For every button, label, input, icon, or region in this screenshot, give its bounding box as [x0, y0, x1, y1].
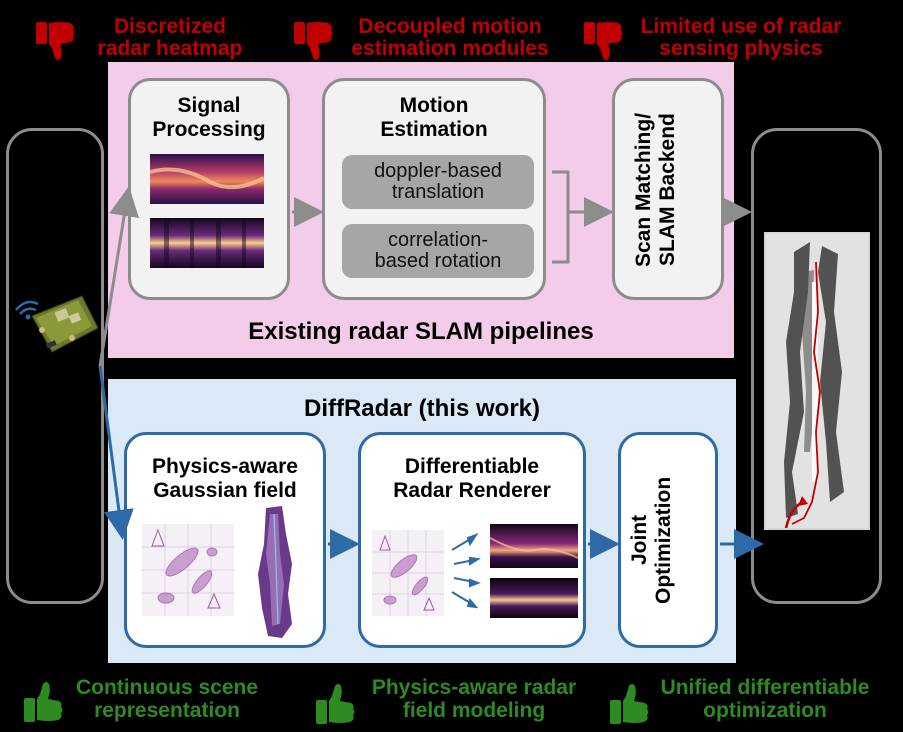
thumbs-up-icon: [316, 684, 355, 724]
rendered-heatmap-2: [490, 578, 578, 618]
heatmap-image-1: [150, 154, 264, 204]
thumbs-down-icon: [584, 22, 623, 60]
ray-arrows-icon: [451, 532, 481, 609]
gaussian-field-plot-2: [258, 506, 292, 638]
renderer-gaussian-plot: [372, 530, 444, 616]
radar-input-panel: [6, 128, 104, 604]
rendered-heatmap-1: [490, 524, 578, 568]
diffradar-title: DiffRadar (this work): [303, 395, 540, 422]
thumbs-down-icon: [294, 22, 333, 60]
thumbs-up-icon: [24, 682, 63, 722]
thumbs-up-icon: [610, 684, 649, 724]
slam-backend-box: [612, 78, 724, 300]
output-map-panel: [751, 128, 882, 604]
thumbs-down-icon: [36, 22, 75, 60]
existing-pipeline-title: Existing radar SLAM pipelines: [248, 318, 594, 345]
slam-map-image: [764, 232, 870, 530]
correlation-rotation-pill: correlation-based rotation: [342, 224, 534, 278]
gaussian-field-plot-1: [142, 524, 234, 616]
heatmap-image-2: [150, 218, 264, 268]
wifi-icon: [15, 300, 39, 320]
radar-device-icon: [15, 295, 98, 353]
